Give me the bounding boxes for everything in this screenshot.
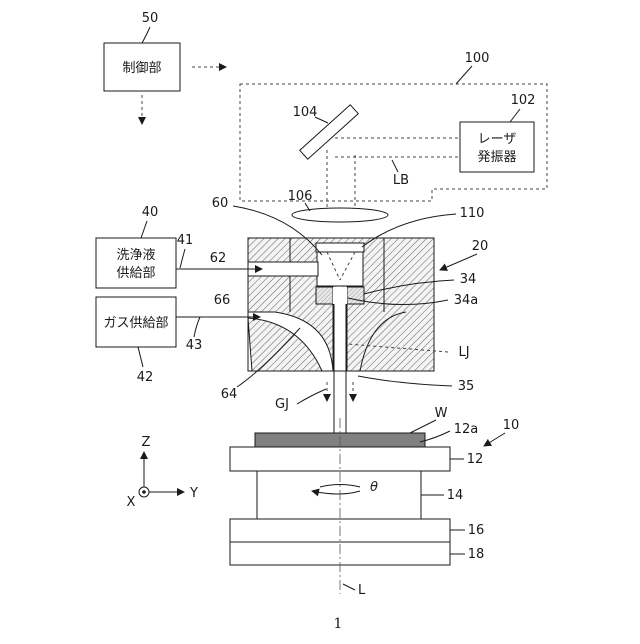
control-unit-label: 制御部 [122, 61, 161, 76]
cleaning-liquid-supply-ref: 40 [142, 205, 159, 220]
gas-supply-leader [138, 347, 143, 367]
ref-110: 110 [460, 206, 485, 221]
gas-supply: ガス供給部 42 [96, 297, 260, 385]
y-axis-label: Y [189, 486, 198, 501]
laser-oscillator-label-1: レーザ [478, 132, 517, 147]
laser-oscillator-leader [510, 109, 520, 122]
ref-gj: GJ [275, 397, 289, 412]
ref-16: 16 [468, 523, 485, 538]
cleaning-liquid-supply-label-1: 洗浄液 [116, 248, 155, 263]
rotation-theta-label: θ [370, 480, 378, 495]
rotation-drive [257, 471, 421, 519]
jet-channel [333, 287, 347, 371]
axis-l-leader [343, 584, 355, 590]
ref-20: 20 [472, 239, 489, 254]
gas-supply-label: ガス供給部 [103, 316, 168, 331]
ref-64: 64 [221, 387, 238, 402]
figure-number: 1 [334, 616, 343, 632]
orifice-member-right [347, 287, 364, 304]
lens-ref: 106 [288, 189, 313, 204]
laser-beam-label: LB [393, 173, 409, 188]
ref-34a: 34a [454, 293, 479, 308]
ref-43: 43 [186, 338, 203, 353]
ref-12a: 12a [454, 422, 479, 437]
laser-unit-ref: 100 [465, 51, 490, 66]
z-axis-label: Z [142, 435, 151, 450]
ref-w: W [435, 406, 448, 421]
cleaning-liquid-supply-leader [141, 221, 147, 238]
window-plate [316, 243, 364, 252]
lens-ellipse [292, 208, 388, 222]
x-axis-dot [142, 490, 146, 494]
leader-w [410, 420, 436, 433]
laser-unit-leader [456, 66, 472, 84]
ref-34: 34 [460, 272, 477, 287]
ref-41: 41 [177, 233, 194, 248]
condenser-lens: 106 [288, 189, 388, 222]
ref-10: 10 [503, 418, 520, 433]
laser-oscillator-label-2: 発振器 [477, 150, 516, 165]
laser-oscillator-ref: 102 [511, 93, 536, 108]
ref-60: 60 [212, 196, 229, 211]
liquid-chamber [317, 252, 363, 286]
laser-beam-leader [392, 160, 398, 172]
laser-unit: 100 レーザ 発振器 102 LB 104 [240, 51, 547, 215]
leader-43 [194, 317, 200, 337]
axis-l-label: L [358, 583, 366, 598]
gas-supply-ref: 42 [137, 370, 154, 385]
x-axis-label: X [127, 495, 136, 510]
mirror-leader [315, 117, 328, 123]
ref-35: 35 [458, 379, 475, 394]
coordinate-axes: Z Y X [127, 435, 198, 510]
control-unit: 制御部 50 [104, 11, 226, 124]
leader-gj [297, 389, 326, 404]
ref-lj: LJ [458, 345, 469, 360]
ref-14: 14 [447, 488, 464, 503]
ref-66: 66 [214, 293, 231, 308]
ref-18: 18 [468, 547, 485, 562]
leader-41 [180, 249, 185, 268]
orifice-member-left [316, 287, 333, 304]
mirror-ref: 104 [293, 105, 318, 120]
leader-10 [484, 433, 505, 446]
control-unit-leader [142, 27, 150, 43]
ref-12: 12 [467, 452, 484, 467]
control-unit-ref: 50 [142, 11, 159, 26]
cleaning-liquid-supply-label-2: 供給部 [116, 266, 155, 281]
ref-62: 62 [210, 251, 227, 266]
leader-20 [440, 254, 477, 270]
leader-35 [358, 376, 452, 386]
